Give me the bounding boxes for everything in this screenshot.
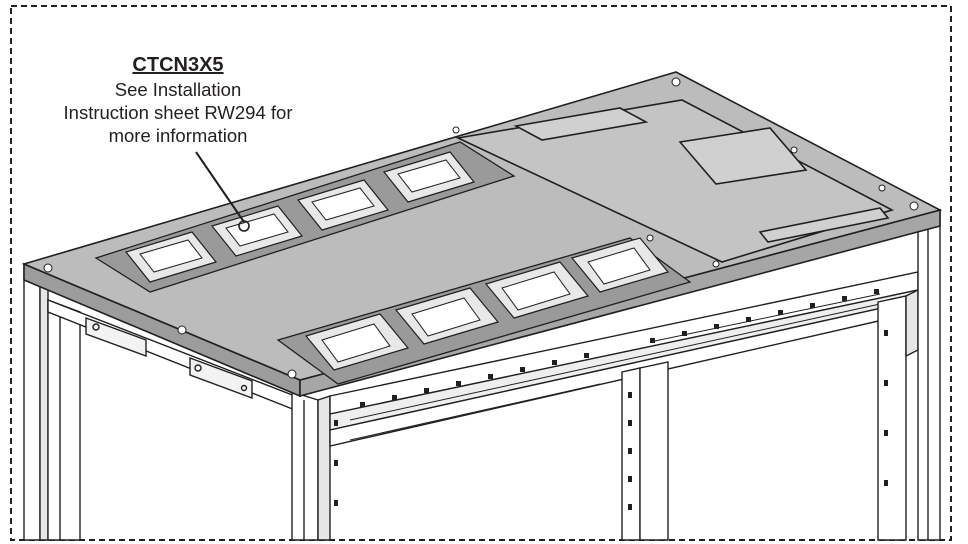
callout-line-3: more information (108, 125, 248, 146)
frame-upright-front (291, 391, 331, 541)
beam-perforations (334, 289, 888, 510)
top-bolt-holes (43, 77, 919, 379)
callout-text: CTCN3X5 See Installation Instruction she… (28, 54, 328, 147)
brush-slots-front (321, 247, 651, 363)
callout-line-1: See Installation (114, 79, 242, 100)
callout-leader-target (238, 220, 250, 232)
dashed-border (10, 5, 952, 541)
part-number: CTCN3X5 (132, 54, 224, 76)
rack-top-panel (21, 71, 943, 398)
brush-slots-rear (139, 159, 461, 273)
frame-upright-right (877, 209, 941, 541)
callout-line-2: Instruction sheet RW294 for (63, 102, 293, 123)
callout-leader-line (195, 151, 245, 223)
side-beam-left (47, 298, 301, 414)
